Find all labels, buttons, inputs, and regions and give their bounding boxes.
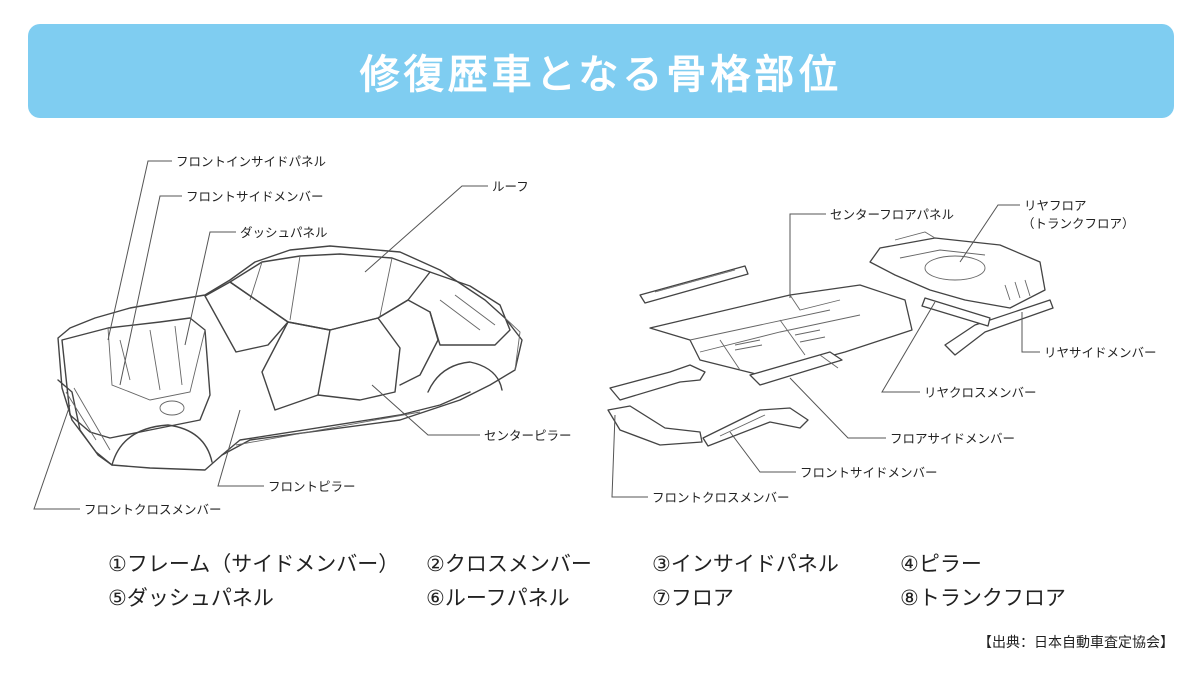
legend-item-roof-panel: ⑥ルーフパネル: [426, 586, 570, 610]
label-rear-floor: リヤフロア: [1024, 198, 1087, 213]
label-front-cross-member-right: フロントクロスメンバー: [652, 490, 790, 505]
label-rear-cross-member: リヤクロスメンバー: [924, 385, 1037, 400]
label-front-side-member-left: フロントサイドメンバー: [186, 189, 324, 204]
title-banner: 修復歴車となる骨格部位: [28, 24, 1174, 118]
label-rear-side-member: リヤサイドメンバー: [1044, 345, 1157, 360]
label-front-pillar: フロントピラー: [268, 479, 356, 494]
label-front-side-member-right: フロントサイドメンバー: [800, 465, 938, 480]
floor-parts-illustration: [607, 231, 1054, 447]
label-front-cross-member-left: フロントクロスメンバー: [84, 502, 222, 517]
label-center-floor-panel: センターフロアパネル: [830, 207, 954, 222]
legend-item-floor: ⑦フロア: [652, 586, 734, 610]
left-leaders: [33, 160, 488, 510]
parts-legend: ①フレーム（サイドメンバー） ②クロスメンバー ③インサイドパネル ④ピラー ⑤…: [108, 548, 1108, 612]
legend-item-frame: ①フレーム（サイドメンバー）: [108, 552, 400, 576]
label-roof: ルーフ: [492, 179, 529, 194]
label-front-inside-panel: フロントインサイドパネル: [176, 154, 326, 169]
label-trunk-floor: （トランクフロア）: [1022, 216, 1135, 231]
label-center-pillar: センターピラー: [484, 428, 572, 443]
car-body-illustration: [57, 245, 523, 471]
legend-item-cross-member: ②クロスメンバー: [426, 552, 592, 576]
legend-item-inside-panel: ③インサイドパネル: [652, 552, 839, 576]
label-dash-panel: ダッシュパネル: [240, 225, 328, 240]
label-floor-side-member: フロアサイドメンバー: [890, 431, 1015, 446]
page-title: 修復歴車となる骨格部位: [359, 52, 843, 98]
legend-item-trunk-floor: ⑧トランクフロア: [900, 586, 1066, 610]
right-leaders: [611, 204, 1040, 498]
legend-item-pillar: ④ピラー: [900, 552, 982, 576]
source-citation: 【出典：日本自動車査定協会】: [978, 635, 1174, 651]
legend-item-dash-panel: ⑤ダッシュパネル: [108, 586, 274, 610]
